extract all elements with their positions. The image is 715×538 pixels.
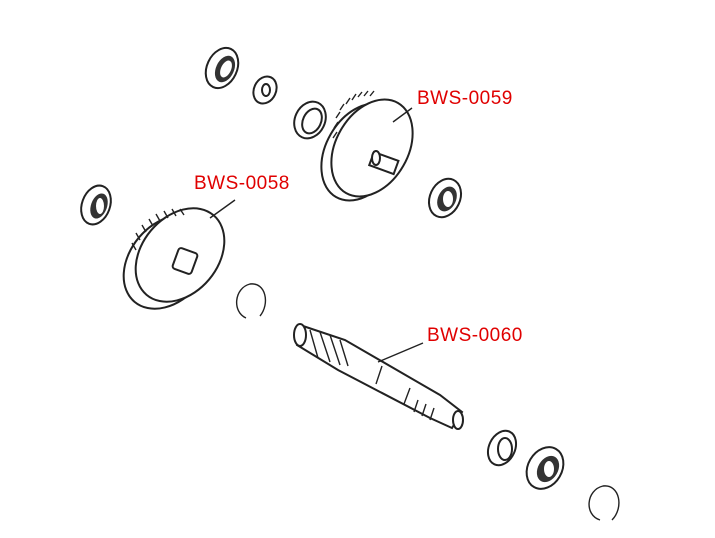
circlip-right: [588, 485, 620, 521]
washer: [252, 75, 278, 105]
label-bws-0060: BWS-0060: [427, 325, 523, 346]
leader-bws-0060: [377, 342, 424, 363]
leader-bws-0058: [209, 199, 236, 219]
shaft-bws-0060: [293, 323, 464, 430]
bearing-top: [204, 46, 240, 90]
leader-bws-0059: [392, 107, 413, 123]
gear-bws-0059: [320, 90, 414, 202]
label-bws-0059: BWS-0059: [417, 88, 513, 109]
circlip-left: [236, 283, 267, 319]
spacer-lower: [486, 429, 518, 467]
bearing-left: [80, 184, 112, 226]
bearing-lower: [525, 446, 565, 490]
spacer-ring: [293, 100, 327, 140]
gear-bws-0058: [122, 207, 226, 310]
label-bws-0058: BWS-0058: [194, 173, 290, 194]
bearing-right: [427, 177, 463, 219]
